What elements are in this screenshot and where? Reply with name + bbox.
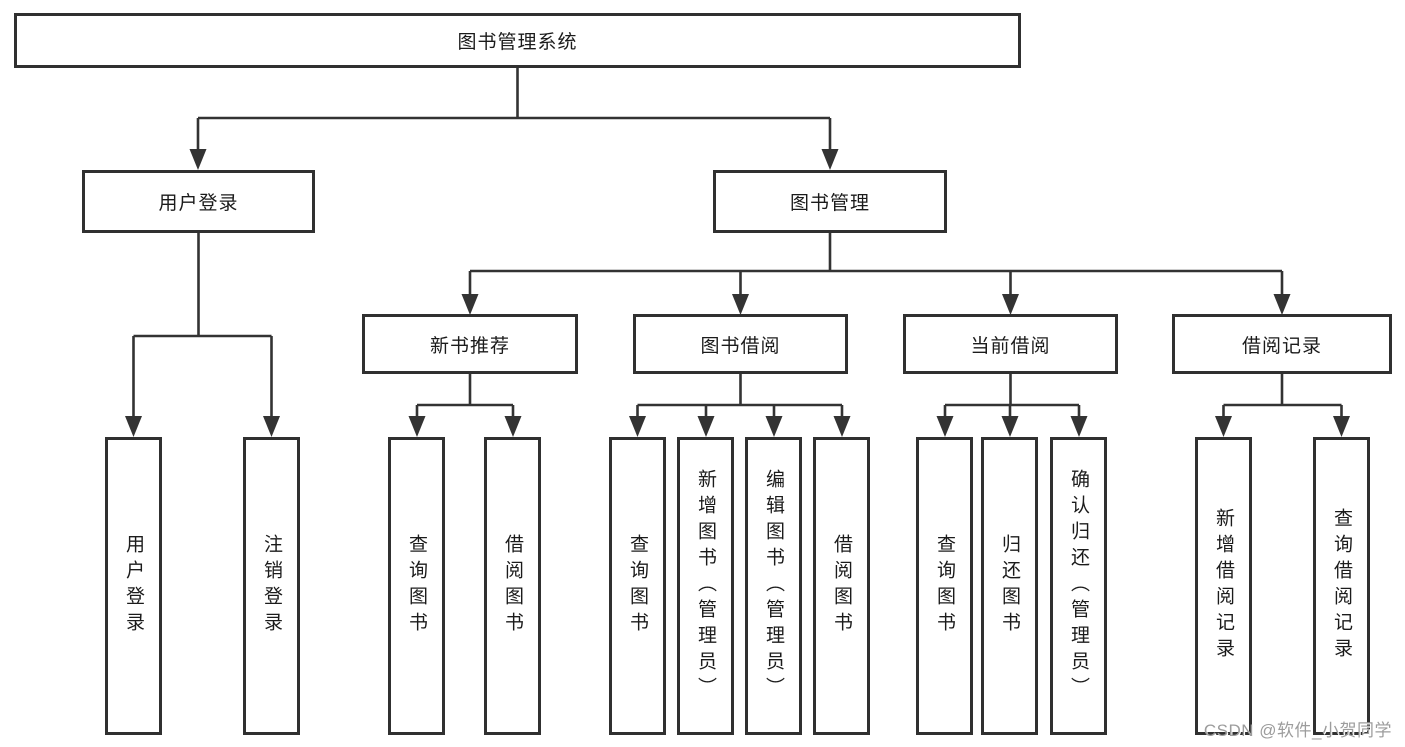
node-book-borrowing: 图书借阅 (633, 314, 848, 374)
node-label: 借阅记录 (1241, 335, 1322, 357)
node-label: 确认归还（管理员） (1068, 469, 1089, 703)
leaf-return-books: 归还图书 (981, 437, 1038, 735)
leaf-query-books-current: 查询图书 (916, 437, 973, 735)
arrow-icon (263, 416, 280, 437)
node-label: 图书管理 (789, 193, 870, 214)
node-label: 借阅图书 (502, 534, 523, 638)
node-label: 新增借阅记录 (1213, 508, 1234, 664)
node-label: 新增图书（管理员） (695, 469, 716, 703)
arrow-icon (1215, 416, 1232, 437)
connector-records-to-leaves (1222, 374, 1343, 416)
arrow-icon (1333, 416, 1350, 437)
node-label: 借阅图书 (831, 534, 852, 638)
leaf-user-login: 用户登录 (105, 437, 162, 735)
arrow-icon (504, 416, 522, 437)
node-current-borrowing: 当前借阅 (903, 314, 1118, 374)
arrow-icon (765, 416, 783, 437)
node-label: 新书推荐 (429, 335, 510, 357)
node-label: 查询图书 (406, 534, 427, 638)
leaf-edit-books-admin: 编辑图书（管理员） (745, 437, 802, 735)
arrow-icon (1001, 416, 1019, 437)
arrow-icon (125, 416, 142, 437)
leaf-logout: 注销登录 (243, 437, 300, 735)
connector-userlogin-to-leaves (132, 233, 273, 416)
node-label: 查询借阅记录 (1331, 508, 1352, 664)
leaf-confirm-return-admin: 确认归还（管理员） (1050, 437, 1107, 735)
arrow-icon (1070, 416, 1088, 437)
arrow-icon (936, 416, 954, 437)
node-new-book-recommendation: 新书推荐 (362, 314, 578, 374)
leaf-add-borrow-record: 新增借阅记录 (1195, 437, 1252, 735)
connector-root-to-level2 (196, 68, 832, 149)
connector-newbook-to-leaves (415, 374, 515, 416)
leaf-query-books-borrow: 查询图书 (609, 437, 666, 735)
connector-bookmgmt-to-level3 (468, 233, 1284, 294)
leaf-borrow-books: 借阅图书 (813, 437, 870, 735)
node-label: 查询图书 (934, 534, 955, 638)
node-label: 图书借阅 (700, 335, 781, 357)
leaf-add-books-admin: 新增图书（管理员） (677, 437, 734, 735)
node-label: 图书管理系统 (457, 32, 578, 53)
leaf-query-borrow-record: 查询借阅记录 (1313, 437, 1370, 735)
arrow-icon (833, 416, 851, 437)
connector-borrow-to-leaves (636, 374, 844, 416)
node-label: 用户登录 (158, 193, 239, 214)
node-book-management: 图书管理 (713, 170, 947, 233)
node-library-management-system: 图书管理系统 (14, 13, 1021, 68)
leaf-query-books-recommend: 查询图书 (388, 437, 445, 735)
node-borrowing-records: 借阅记录 (1172, 314, 1392, 374)
arrow-icon (821, 149, 839, 170)
arrow-icon (1002, 294, 1019, 315)
leaf-borrow-books-recommend: 借阅图书 (484, 437, 541, 735)
arrow-icon (461, 294, 479, 315)
arrow-icon (697, 416, 715, 437)
node-user-login: 用户登录 (82, 170, 315, 233)
csdn-watermark: CSDN @软件_小贺同学 (1203, 721, 1392, 740)
node-label: 当前借阅 (970, 335, 1051, 357)
node-label: 用户登录 (123, 534, 144, 638)
arrow-icon (1273, 294, 1291, 315)
node-label: 查询图书 (627, 534, 648, 638)
arrow-icon (189, 149, 207, 170)
arrow-icon (629, 416, 646, 437)
node-label: 归还图书 (999, 534, 1020, 638)
node-label: 编辑图书（管理员） (763, 469, 784, 703)
connector-current-to-leaves (943, 374, 1081, 416)
arrow-icon (408, 416, 426, 437)
node-label: 注销登录 (261, 534, 282, 638)
arrow-icon (732, 294, 749, 315)
